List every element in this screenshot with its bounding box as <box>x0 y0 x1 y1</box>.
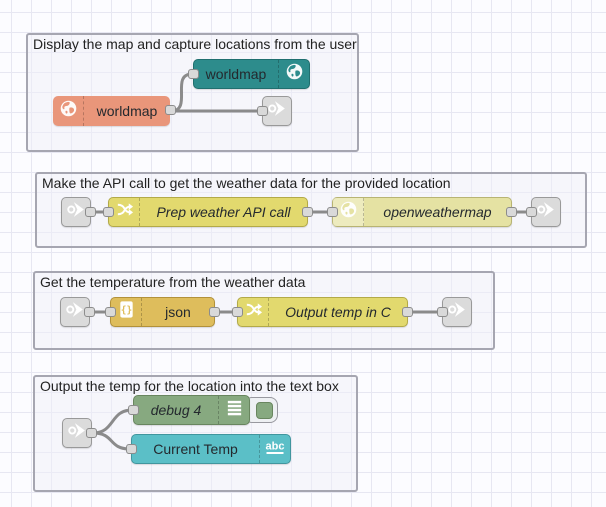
group-title: Display the map and capture locations fr… <box>33 36 357 52</box>
node-link-in-3[interactable] <box>60 297 95 327</box>
globe-icon <box>59 99 78 123</box>
node-link-in-2[interactable] <box>61 197 96 227</box>
globe-icon <box>339 200 358 224</box>
debug-list-icon <box>225 398 244 422</box>
group-title: Output the temp for the location into th… <box>40 378 339 394</box>
node-icon-band <box>53 96 84 126</box>
node-label: debug 4 <box>150 402 202 418</box>
node-label: Current Temp <box>153 441 238 457</box>
link-icon <box>65 299 86 325</box>
link-icon <box>66 199 87 225</box>
node-current-temp[interactable]: Current Temp abc <box>126 434 291 464</box>
node-link-out-1[interactable] <box>257 96 292 126</box>
input-port[interactable] <box>103 207 114 217</box>
output-port[interactable] <box>86 428 97 438</box>
wire[interactable] <box>91 431 132 451</box>
node-label: Output temp in C <box>285 304 391 320</box>
abc-icon: abc <box>263 437 287 462</box>
shuffle-icon <box>244 300 263 324</box>
node-prep-weather-api-call[interactable]: Prep weather API call <box>103 197 313 227</box>
group-title: Get the temperature from the weather dat… <box>40 274 306 290</box>
node-icon-band: abc <box>259 435 290 463</box>
group-title: Make the API call to get the weather dat… <box>42 175 451 191</box>
node-label: worldmap <box>205 66 267 82</box>
node-link-in-4[interactable] <box>62 418 97 448</box>
link-icon <box>447 299 468 325</box>
output-port[interactable] <box>506 207 517 217</box>
link-icon <box>536 199 557 225</box>
input-port[interactable] <box>526 207 537 217</box>
input-port[interactable] <box>257 106 268 116</box>
input-port[interactable] <box>327 207 338 217</box>
link-icon <box>67 420 88 446</box>
node-label: json <box>165 304 191 320</box>
node-debug-4[interactable]: debug 4 <box>128 395 250 425</box>
link-icon <box>267 98 288 124</box>
node-worldmap[interactable]: worldmap <box>53 96 176 126</box>
input-port[interactable] <box>188 69 199 79</box>
input-port[interactable] <box>128 405 139 415</box>
node-label: Prep weather API call <box>156 204 291 220</box>
node-icon-band <box>333 198 364 226</box>
input-port[interactable] <box>437 307 448 317</box>
node-label: worldmap <box>96 103 158 119</box>
node-output-temp-in-c[interactable]: Output temp in C <box>232 297 413 327</box>
node-icon-band <box>278 60 309 88</box>
output-port[interactable] <box>209 307 220 317</box>
node-link-out-3[interactable] <box>437 297 472 327</box>
output-port[interactable] <box>85 207 96 217</box>
node-icon-band <box>109 198 140 226</box>
globe-icon <box>285 62 304 86</box>
node-icon-band <box>238 298 269 326</box>
input-port[interactable] <box>126 444 137 454</box>
node-worldmap-in[interactable]: worldmap <box>188 59 310 89</box>
output-port[interactable] <box>165 105 176 115</box>
output-port[interactable] <box>84 307 95 317</box>
debug-toggle-state <box>256 401 273 419</box>
node-openweathermap[interactable]: openweathermap <box>327 197 517 227</box>
json-icon: {} <box>117 300 136 324</box>
flow-group[interactable]: Output the temp for the location into th… <box>33 375 358 492</box>
node-link-out-2[interactable] <box>526 197 561 227</box>
flow-group[interactable]: Display the map and capture locations fr… <box>26 33 359 152</box>
output-port[interactable] <box>302 207 313 217</box>
node-json[interactable]: {} json <box>105 297 220 327</box>
node-label: openweathermap <box>383 204 492 220</box>
node-icon-band: {} <box>111 298 142 326</box>
svg-text:abc: abc <box>266 440 285 452</box>
svg-text:{}: {} <box>120 305 131 316</box>
node-icon-band <box>218 396 249 424</box>
shuffle-icon <box>115 200 134 224</box>
input-port[interactable] <box>232 307 243 317</box>
output-port[interactable] <box>402 307 413 317</box>
input-port[interactable] <box>105 307 116 317</box>
